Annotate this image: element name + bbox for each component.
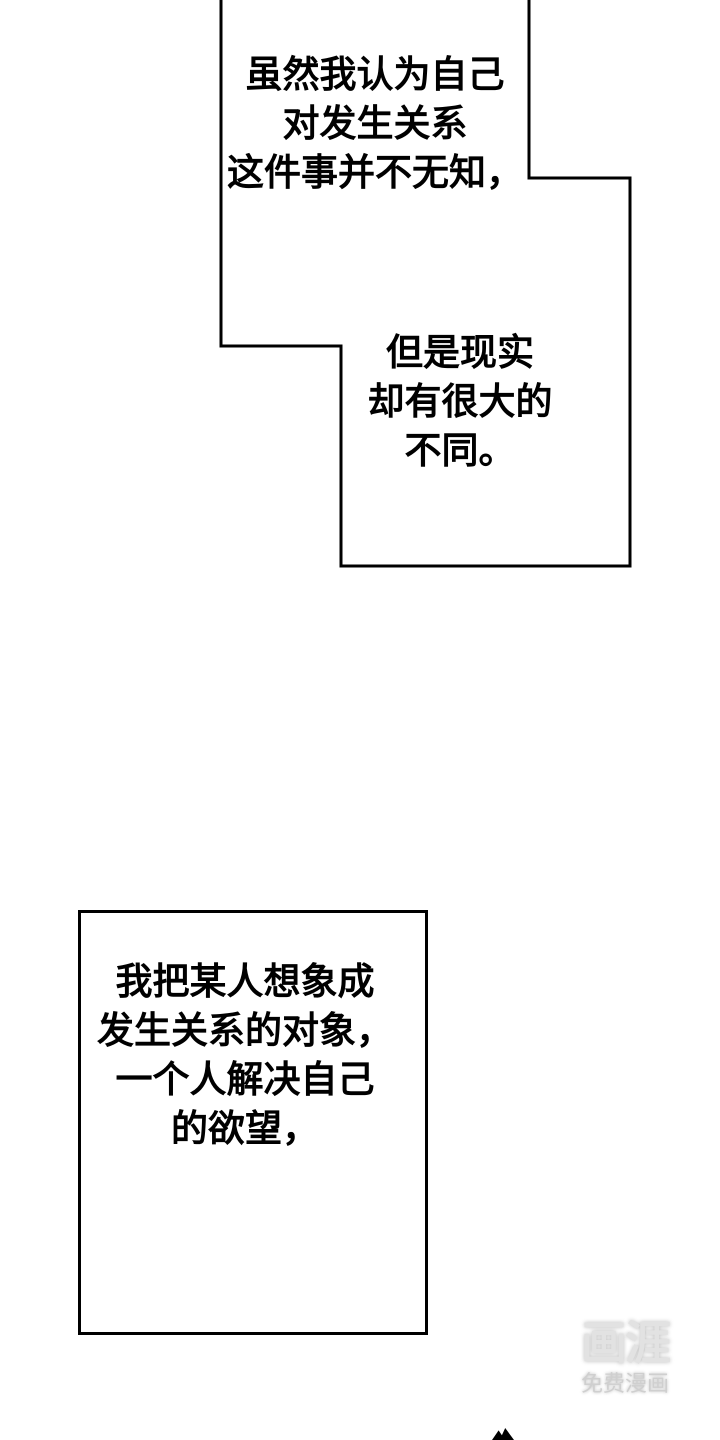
- watermark: 画涯 免费漫画: [565, 1315, 685, 1399]
- caption-line: 一个人解决自己: [115, 1058, 375, 1101]
- caption-line: 却有很大的: [367, 380, 553, 423]
- caption-line: 不同。: [404, 429, 516, 472]
- watermark-subtitle: 免费漫画: [580, 1372, 669, 1397]
- caption-line: 这件事并不无知，: [227, 151, 523, 194]
- caption-text-3: 我把某人想象成 发生关系的对象， 一个人解决自己 的欲望，: [95, 957, 395, 1153]
- caption-text-1: 虽然我认为自己 对发生关系 这件事并不无知，: [225, 50, 525, 197]
- caption-line: 我把某人想象成: [115, 960, 375, 1003]
- caption-line: 但是现实: [386, 331, 534, 374]
- caption-line: 虽然我认为自己: [245, 53, 505, 96]
- caption-line: 对发生关系: [282, 102, 468, 145]
- caption-line: 发生关系的对象，: [97, 1009, 393, 1052]
- watermark-logo: 画涯: [581, 1316, 671, 1370]
- caption-text-2: 但是现实 却有很大的 不同。: [345, 328, 575, 475]
- caption-box-bottom-border: [78, 910, 428, 1335]
- caption-line: 的欲望，: [171, 1107, 319, 1150]
- caption-box-top-border: [219, 0, 632, 568]
